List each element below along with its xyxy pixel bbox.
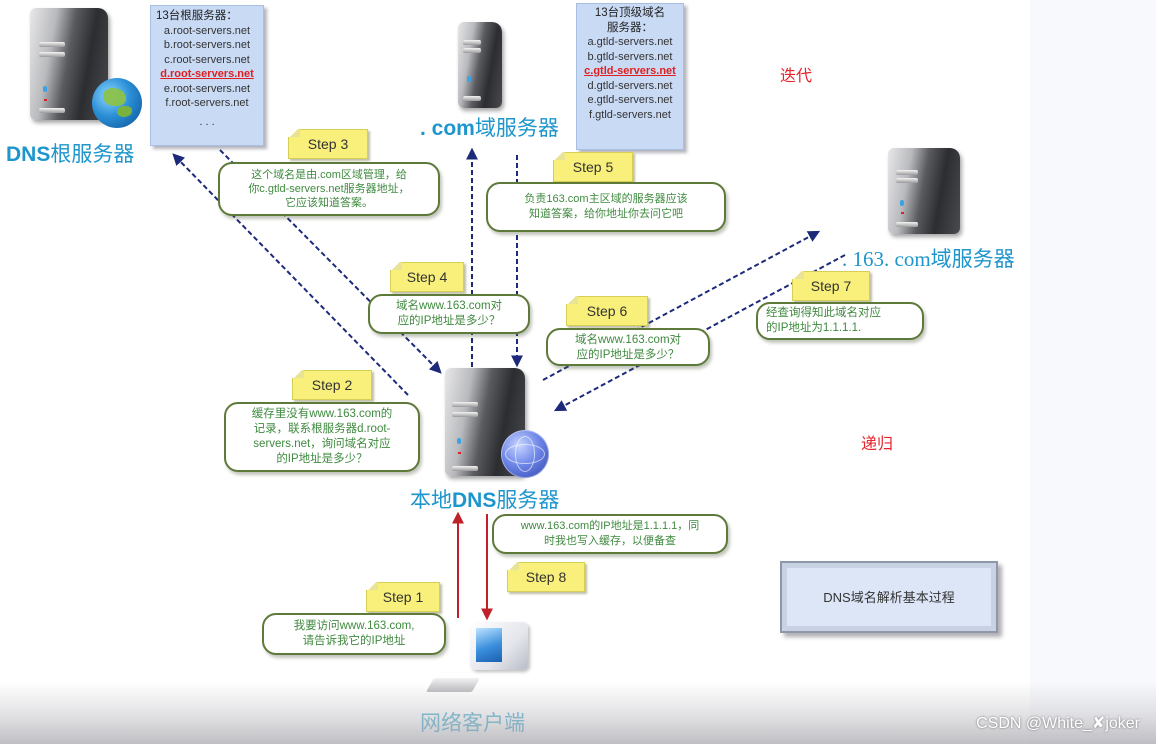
root-list-more: . . .: [199, 115, 215, 128]
step-2-label: Step 2: [292, 370, 372, 400]
step-2-bubble: 缓存里没有www.163.com的 记录，联系根服务器d.root- serve…: [224, 402, 420, 472]
step-6-text-line: 域名www.163.com对: [574, 334, 682, 346]
step-4-text-line: 域名www.163.com对: [395, 300, 503, 312]
com-list-item: f.gtld-servers.net: [589, 108, 671, 121]
step-8-text-line: 时我也写入缓存，以便备查: [544, 535, 676, 547]
step-7-text-line: 的IP地址为1.1.1.1.: [766, 322, 862, 334]
root-list-item: b.root-servers.net: [163, 39, 251, 51]
local-label-latin: DNS: [452, 489, 497, 512]
root-list-item: e.root-servers.net: [163, 82, 251, 95]
bottom-shadow: [0, 682, 1156, 744]
step-6-bubble: 域名www.163.com对 应的IP地址是多少？: [546, 328, 710, 366]
com-list-heading: 13台顶级域名: [594, 7, 666, 19]
recursive-annotation: 递归: [861, 434, 894, 453]
com-list-item: b.gtld-servers.net: [587, 50, 673, 63]
step-6-label: Step 6: [566, 296, 648, 326]
step-4-label: Step 4: [390, 262, 464, 292]
step-1-text-line: 我要访问www.163.com,: [293, 620, 415, 632]
com-server-label: . com域服务器: [420, 112, 559, 142]
com-list-item: a.gtld-servers.net: [587, 36, 673, 48]
root-list-heading: 13台根服务器：: [156, 10, 238, 22]
step-8-label: Step 8: [507, 562, 585, 592]
com-server-list: 13台顶级域名 服务器： a.gtld-servers.net b.gtld-s…: [576, 3, 684, 150]
domain163-label-latin: . 163. com: [842, 247, 931, 271]
step-8-text-line: www.163.com的IP地址是1.1.1.1，同: [520, 520, 700, 532]
step-5-label: Step 5: [553, 152, 633, 182]
root-label-cn: 根服务器: [50, 142, 135, 166]
step-1-label: Step 1: [366, 582, 440, 612]
domain163-label-cn: 域服务器: [930, 247, 1015, 271]
step-2-text-line: 记录，联系根服务器d.root-: [253, 423, 391, 435]
step-3-text-line: 你c.gtld-servers.net服务器地址，: [248, 183, 410, 195]
csdn-watermark: CSDN @White_✘joker: [976, 715, 1140, 732]
step-3-text-line: 这个域名是由.com区域管理，给: [251, 169, 407, 181]
root-server-icon: [30, 8, 142, 128]
step-5-bubble: 负责163.com主区域的服务器应该 知道答案，给你地址你去问它吧: [486, 182, 726, 232]
step-3-bubble: 这个域名是由.com区域管理，给 你c.gtld-servers.net服务器地…: [218, 162, 440, 216]
com-list-heading-2: 服务器：: [607, 21, 653, 34]
step-4-bubble: 域名www.163.com对 应的IP地址是多少？: [368, 294, 530, 334]
step-8-bubble: www.163.com的IP地址是1.1.1.1，同 时我也写入缓存，以便备查: [492, 514, 728, 554]
local-label-cn-1: 本地: [410, 488, 452, 512]
globe-icon: [92, 78, 142, 128]
domain163-server-icon: [888, 148, 968, 238]
com-label-cn: 域服务器: [474, 116, 559, 140]
root-list-item: a.root-servers.net: [163, 24, 251, 37]
root-list-item-highlighted: d.root-servers.net: [160, 68, 254, 80]
root-list-item: f.root-servers.net: [165, 97, 249, 109]
domain163-server-label: . 163. com域服务器: [842, 243, 1015, 273]
com-list-item: e.gtld-servers.net: [587, 94, 673, 106]
local-dns-server-icon: [445, 368, 555, 488]
local-dns-server-label: 本地DNS服务器: [410, 484, 559, 514]
com-list-item-highlighted: c.gtld-servers.net: [584, 65, 676, 77]
step-1-bubble: 我要访问www.163.com, 请告诉我它的IP地址: [262, 613, 446, 655]
diagram-title-box: DNS域名解析基本过程: [780, 561, 998, 633]
local-label-cn-2: 服务器: [496, 488, 560, 512]
step-2-text-line: servers.net，询问域名对应: [253, 438, 391, 450]
step-2-text-line: 的IP地址是多少？: [276, 453, 368, 465]
step-6-text-line: 应的IP地址是多少？: [576, 349, 680, 361]
root-list-item: c.root-servers.net: [164, 53, 250, 66]
root-label-latin: DNS: [6, 143, 51, 166]
step-1-text-line: 请告诉我它的IP地址: [302, 635, 406, 647]
step-2-text-line: 缓存里没有www.163.com的: [251, 408, 393, 420]
step-7-label: Step 7: [792, 271, 870, 301]
client-computer-icon: [425, 622, 540, 702]
screen: [476, 628, 502, 662]
step-5-text-line: 负责163.com主区域的服务器应该: [524, 193, 688, 205]
step-5-text-line: 知道答案，给你地址你去问它吧: [529, 208, 683, 220]
root-server-list: 13台根服务器： a.root-servers.net b.root-serve…: [150, 5, 264, 146]
step-3-label: Step 3: [288, 129, 368, 159]
com-server-icon: [458, 22, 518, 112]
root-server-label: DNS根服务器: [6, 138, 134, 168]
iterative-annotation: 迭代: [780, 66, 813, 85]
network-globe-icon: [501, 430, 549, 478]
right-margin-strip: [1030, 0, 1156, 744]
step-4-text-line: 应的IP地址是多少？: [397, 315, 501, 327]
com-list-item: d.gtld-servers.net: [587, 79, 673, 92]
step-7-text-line: 经查询得知此域名对应: [766, 307, 881, 319]
step-7-bubble: 经查询得知此域名对应 的IP地址为1.1.1.1.: [756, 302, 924, 340]
step-3-text-line: 它应该知道答案。: [285, 197, 373, 209]
com-label-latin: . com: [420, 117, 475, 140]
